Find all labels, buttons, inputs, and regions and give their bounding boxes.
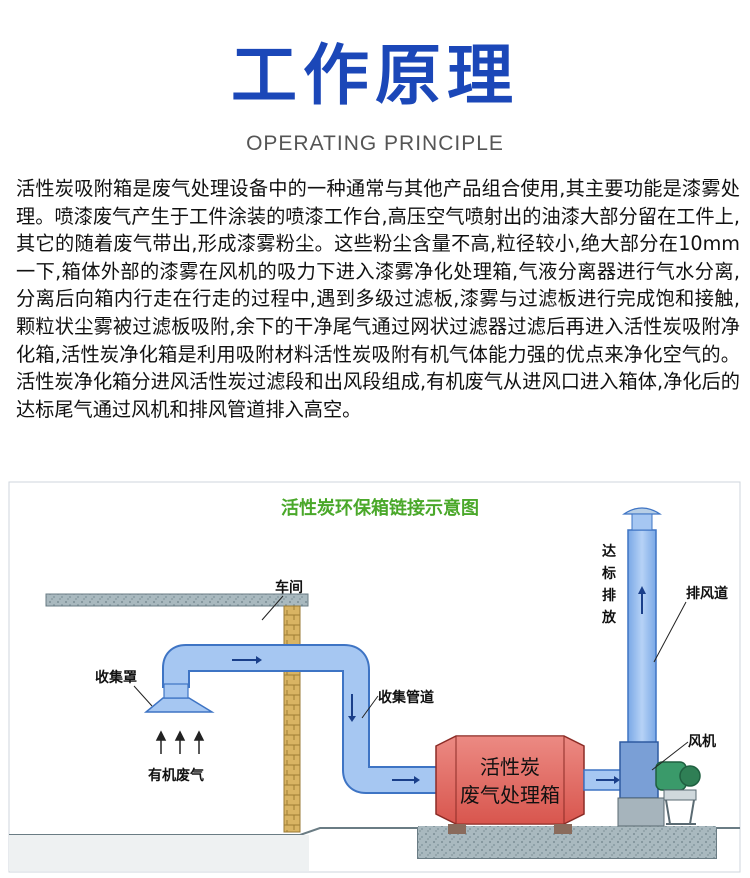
fan-unit (617, 741, 701, 827)
brick-column (283, 605, 301, 833)
label-organic-gas: 有机废气 (148, 767, 204, 784)
label-discharge-char: 放 (601, 609, 617, 626)
collection-duct (164, 646, 436, 792)
diagram-title: 活性炭环保箱链接示意图 (281, 497, 479, 519)
label-fan: 风机 (688, 733, 716, 750)
box-label-line1: 活性炭 (480, 755, 540, 779)
workshop-ceiling (45, 593, 309, 607)
label-workshop: 车间 (275, 579, 303, 596)
page-title: 工作原理 (231, 37, 519, 114)
label-discharge-char: 标 (601, 565, 616, 582)
box-label-line2: 废气处理箱 (460, 783, 560, 807)
upward-gas-arrows (155, 730, 205, 754)
label-exhaust-pipe: 排风道 (686, 585, 728, 602)
connection-diagram: 活性炭环保箱链接示意图 活性炭 废气处理箱 车间 (8, 481, 741, 873)
label-discharge-char: 排 (602, 587, 616, 604)
stack-cap (622, 507, 662, 515)
label-hood: 收集罩 (95, 669, 137, 686)
page-subtitle: OPERATING PRINCIPLE (246, 132, 504, 155)
label-duct: 收集管道 (378, 689, 434, 706)
label-discharge-char: 达 (602, 543, 616, 560)
label-discharge: 达 标 排 放 (601, 543, 617, 626)
description-paragraph: 活性炭吸附箱是废气处理设备中的一种通常与其他产品组合使用,其主要功能是漆雾处理。… (16, 177, 740, 421)
